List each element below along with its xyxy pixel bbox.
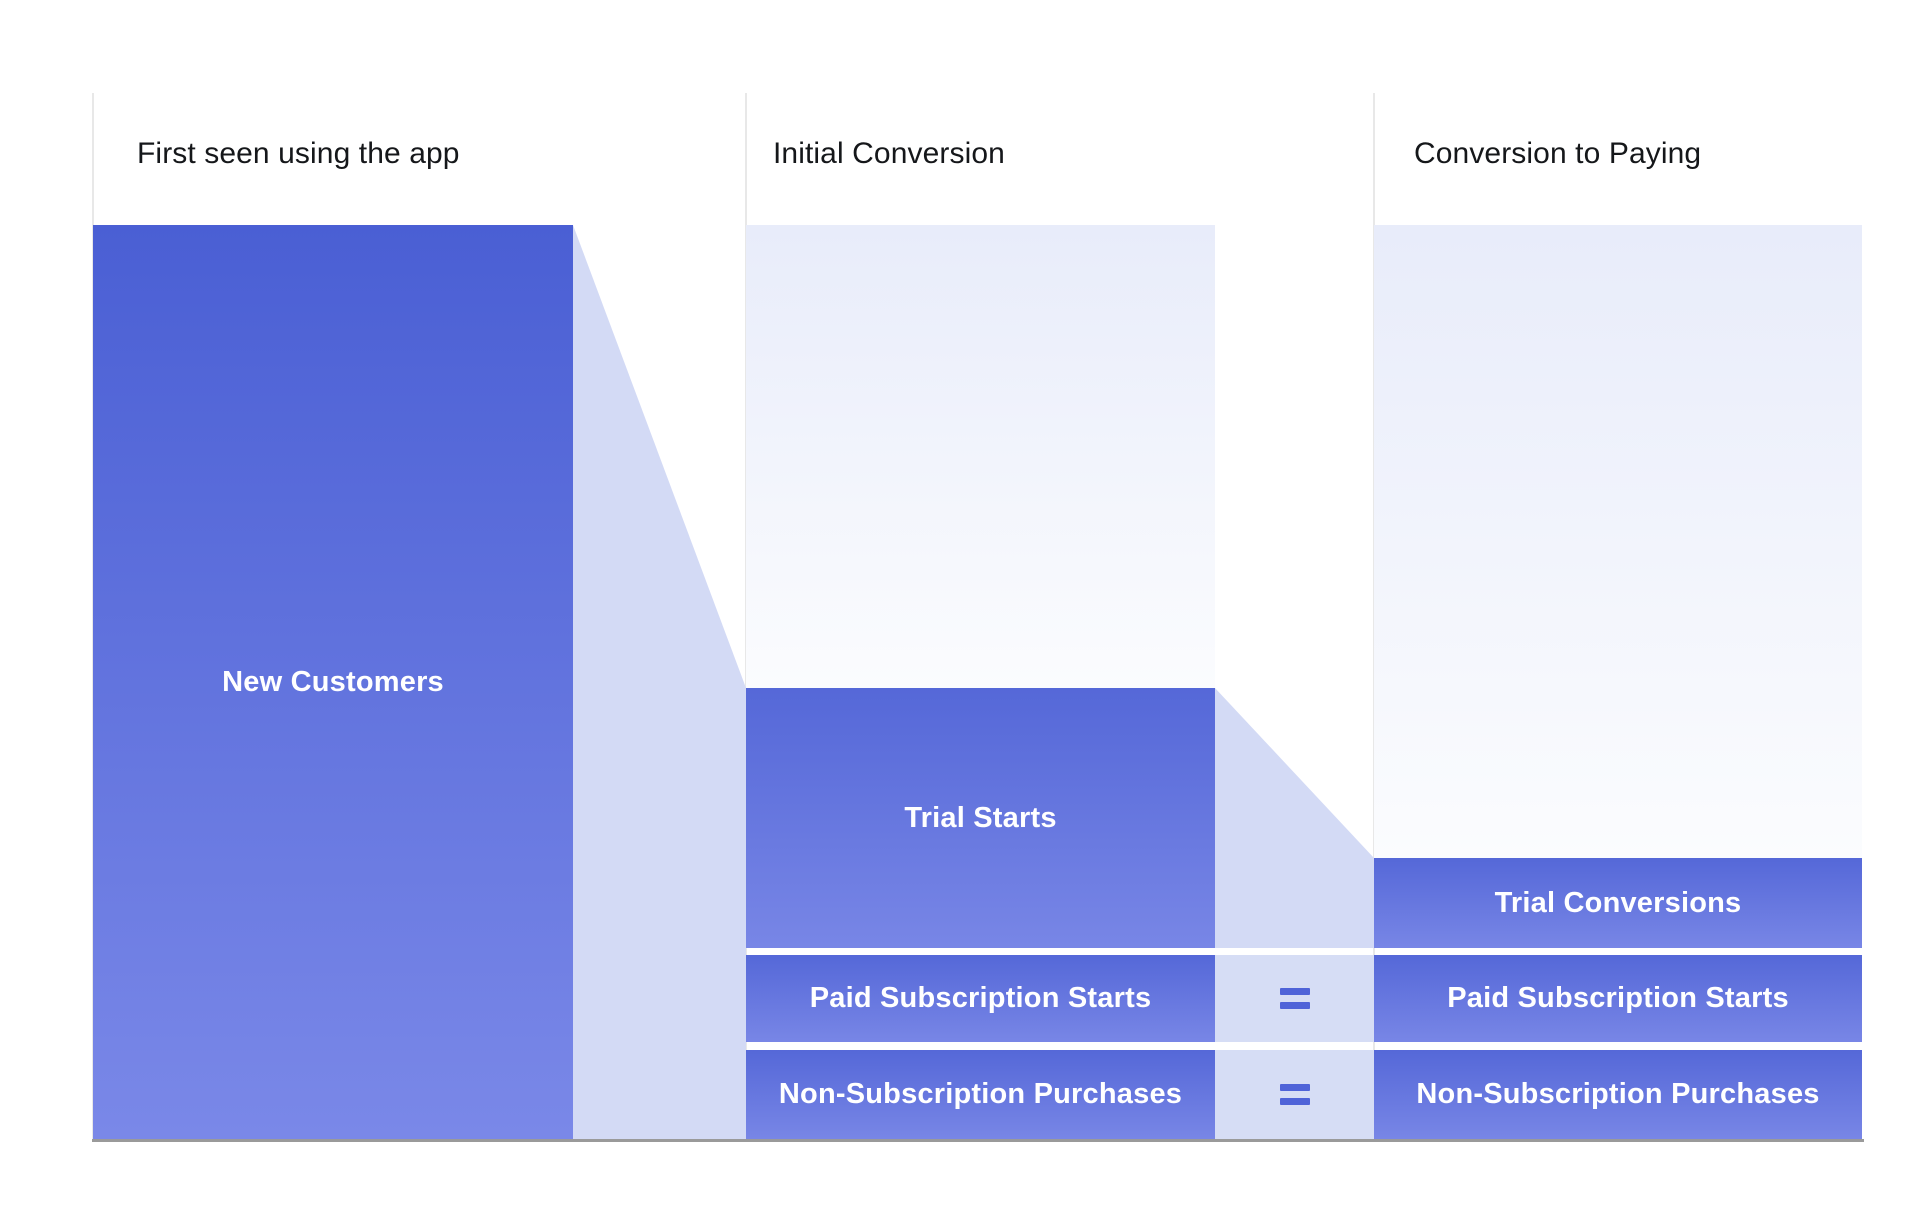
band-trial-conversions-label: Trial Conversions <box>1494 886 1742 919</box>
band-initial-conversion-remainder <box>746 225 1215 688</box>
stage-header-initial-conversion: Initial Conversion <box>773 137 1005 170</box>
connector-new-customers-to-trial-starts <box>573 225 746 1139</box>
band-paid-subscription-starts-initial[interactable]: Paid Subscription Starts <box>746 955 1215 1042</box>
band-non-subscription-purchases-initial[interactable]: Non-Subscription Purchases <box>746 1050 1215 1139</box>
band-paid-subscription-starts-paying-label: Paid Subscription Starts <box>1447 982 1789 1014</box>
band-non-subscription-purchases-paying-label: Non-Subscription Purchases <box>1416 1078 1820 1110</box>
connector-wedge-icon <box>573 225 746 1139</box>
band-trial-conversions[interactable]: Trial Conversions <box>1374 858 1862 948</box>
band-paid-subscription-starts-initial-label: Paid Subscription Starts <box>809 982 1152 1014</box>
connector-equals-non-subscription-purchases <box>1215 1050 1374 1139</box>
connector-wedge-icon <box>1215 688 1374 948</box>
stage-header-first-seen: First seen using the app <box>137 137 460 170</box>
band-trial-starts-label: Trial Starts <box>904 801 1057 834</box>
equals-icon <box>1279 1084 1310 1105</box>
band-new-customers[interactable]: New Customers <box>93 225 573 1139</box>
band-non-subscription-purchases-paying[interactable]: Non-Subscription Purchases <box>1374 1050 1862 1139</box>
band-conversion-to-paying-remainder <box>1374 225 1862 858</box>
band-trial-starts[interactable]: Trial Starts <box>746 688 1215 948</box>
connector-equals-paid-subscription-starts <box>1215 955 1374 1042</box>
chart-baseline <box>92 1139 1864 1142</box>
band-paid-subscription-starts-paying[interactable]: Paid Subscription Starts <box>1374 955 1862 1042</box>
band-new-customers-label: New Customers <box>222 665 444 698</box>
band-non-subscription-purchases-initial-label: Non-Subscription Purchases <box>778 1078 1183 1110</box>
stage-header-conversion-to-paying: Conversion to Paying <box>1414 137 1702 170</box>
equals-icon <box>1279 988 1310 1009</box>
connector-trial-starts-to-trial-conversions <box>1215 688 1374 948</box>
